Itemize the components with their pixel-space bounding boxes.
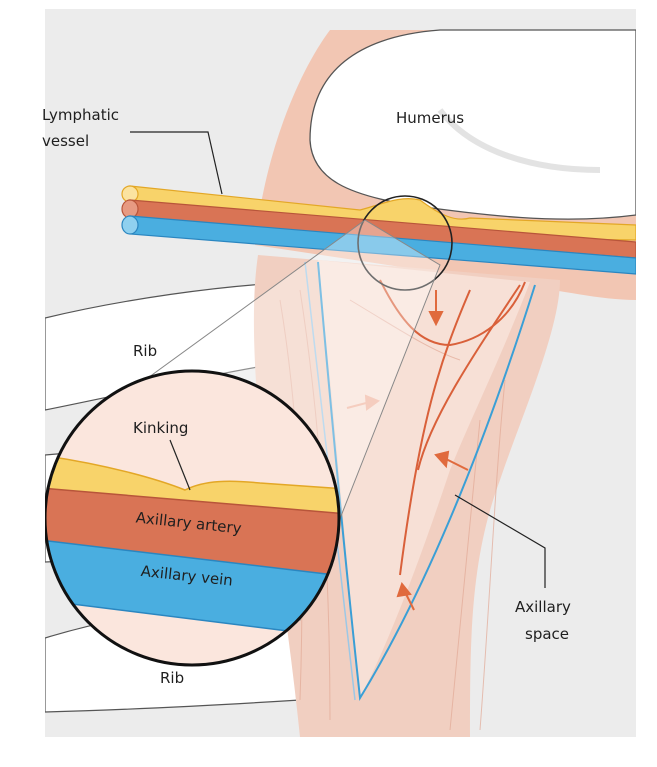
label-lymphatic-line2: vessel xyxy=(42,132,89,150)
label-axillary-space-line1: Axillary xyxy=(515,598,571,616)
label-rib-upper: Rib xyxy=(133,342,157,360)
label-kinking: Kinking xyxy=(133,419,188,437)
label-humerus: Humerus xyxy=(396,109,464,127)
label-lymphatic-line1: Lymphatic xyxy=(42,106,119,124)
humerus-bone xyxy=(310,30,636,219)
label-rib-lower: Rib xyxy=(160,669,184,687)
label-axillary-space-line2: space xyxy=(525,625,569,643)
